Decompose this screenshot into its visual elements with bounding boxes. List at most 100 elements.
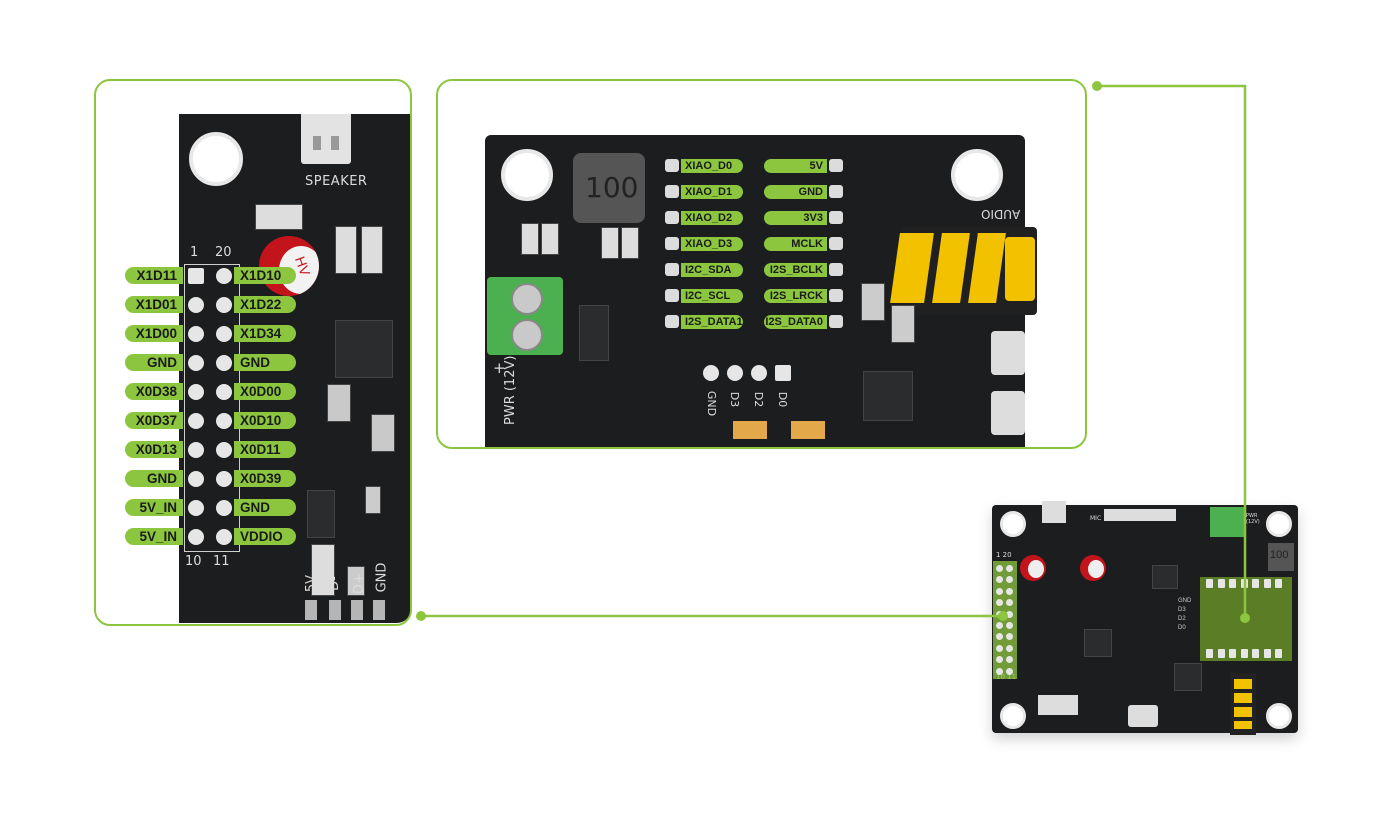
pin-label-left: 5V_IN — [125, 499, 183, 516]
audio-pin-label-right: I2S_DATA0 — [764, 315, 827, 329]
audio-pin-pad — [665, 289, 679, 302]
callout-dot-header-start — [416, 611, 426, 621]
header-pin-pad — [216, 354, 232, 371]
pin-label-left: X0D13 — [125, 441, 183, 458]
thumb-module-pad — [1229, 649, 1236, 658]
thumb-header-pad — [1006, 622, 1013, 629]
audio-pin-label-left: XIAO_D3 — [681, 237, 743, 251]
pin-label-left: X1D11 — [125, 267, 183, 284]
audio-pin-pad — [829, 289, 843, 302]
audio-pin-pad — [665, 185, 679, 198]
thumb-cap — [1080, 555, 1106, 581]
thumb-header-pad — [996, 622, 1003, 629]
side-button — [991, 391, 1025, 435]
smd-part — [347, 566, 365, 596]
audio-zoom-panel: 100 + PWR (12V) AUDIO GND — [437, 80, 1086, 448]
thumb-header-pad — [1006, 576, 1013, 584]
header-pin-pad — [188, 296, 204, 313]
audio-pin-pad — [665, 237, 679, 250]
audio-pin-label-right: 3V3 — [764, 211, 827, 225]
header-pin-pad — [188, 528, 204, 545]
callout-dot-audio-start — [1092, 81, 1102, 91]
header-zoom-panel: SPEAKER HV 1 20 10 11 5V D- D+ GND — [95, 80, 411, 625]
callout-dot-audio-end — [1240, 613, 1250, 623]
header-pin-pad — [188, 412, 204, 429]
thumb-header-pad — [996, 599, 1003, 607]
pin-label-right: X0D00 — [234, 383, 296, 400]
audio-pin-pad — [829, 315, 843, 328]
pin-label-left: X0D37 — [125, 412, 183, 429]
audio-pin-pad — [665, 211, 679, 224]
terminal-screw — [511, 283, 543, 315]
thumb-module-pad — [1240, 649, 1248, 658]
pin-label-left: GND — [125, 470, 183, 487]
audio-pin-pad — [665, 263, 679, 276]
header-pin-pad — [216, 296, 232, 313]
header-pin-pad — [216, 267, 232, 284]
thumb-chip — [1174, 663, 1202, 691]
pin-label-right: X1D22 — [234, 296, 296, 313]
thumb-module-pad — [1275, 579, 1282, 588]
header-pin-pad — [188, 441, 204, 458]
thumb-side-labels: GND D3 D2 D0 — [1178, 598, 1192, 631]
thumb-header-pad — [1006, 599, 1013, 607]
thumb-header-pad — [996, 667, 1003, 675]
regulator — [579, 305, 609, 361]
header-pin-pad — [188, 499, 204, 516]
audio-pin-label-left: XIAO_D1 — [681, 185, 743, 199]
thumb-header-pad — [1006, 633, 1013, 641]
header-pin-pad — [216, 499, 232, 516]
thumb-terminal — [1210, 507, 1244, 537]
terminal-screw — [511, 319, 543, 351]
header-pin-pad — [188, 354, 204, 371]
usb-pad — [351, 600, 363, 620]
thumb-header-pad — [996, 644, 1003, 652]
audio-pin-label-right: I2S_LRCK — [764, 289, 827, 303]
audio-pin-label-left: XIAO_D0 — [681, 159, 743, 173]
smd-part — [861, 283, 885, 321]
thumb-speaker-connector — [1042, 501, 1066, 523]
smd-cap — [361, 226, 383, 274]
footer-label-11: 11 — [213, 554, 230, 569]
thumb-mic-label: MIC — [1090, 515, 1102, 522]
header-zoom-frame — [94, 79, 412, 626]
smd-part — [891, 305, 915, 343]
audio-jack — [890, 227, 1037, 315]
bottom-header-pad — [751, 365, 767, 381]
speaker-connector — [301, 114, 351, 164]
thumb-hole — [1000, 703, 1026, 729]
pin-label-right: VDDIO — [234, 528, 296, 545]
header-outline — [184, 264, 240, 552]
pin-label-right: X0D39 — [234, 470, 296, 487]
header-label-1: 1 — [190, 245, 199, 260]
usb-pad — [305, 600, 317, 620]
smd-cap — [335, 226, 357, 274]
ic-chip — [335, 320, 393, 378]
callout-dot-header-end — [998, 611, 1008, 621]
mounting-hole-inner — [201, 144, 231, 174]
pin-label-left: X1D01 — [125, 296, 183, 313]
pin-label-left: X1D00 — [125, 325, 183, 342]
audio-pin-label-left: XIAO_D2 — [681, 211, 743, 225]
smd-cap — [621, 227, 639, 259]
audio-pin-label-left: I2C_SDA — [681, 263, 743, 277]
plus-label: + — [493, 359, 506, 377]
thumb-header-pad — [1006, 667, 1013, 675]
thumb-module-pad — [1217, 579, 1225, 588]
audio-zoom-frame — [436, 79, 1087, 449]
pin-label-right: GND — [234, 499, 296, 516]
side-button — [991, 331, 1025, 375]
thumb-module-pad — [1263, 579, 1271, 588]
inductor: 100 — [573, 153, 645, 223]
audio-pin-label-left: I2S_DATA1 — [681, 315, 743, 329]
footer-label-10: 10 — [185, 554, 202, 569]
audio-pin-pad — [829, 263, 843, 276]
pin-label-left: 5V_IN — [125, 528, 183, 545]
mounting-hole-left — [501, 149, 553, 201]
bottom-header-pad — [775, 365, 791, 381]
smd-cap — [521, 223, 539, 255]
thumb-inductor: 100 — [1268, 543, 1294, 571]
header-pin-pad — [188, 267, 204, 284]
thumb-hole — [1266, 703, 1292, 729]
